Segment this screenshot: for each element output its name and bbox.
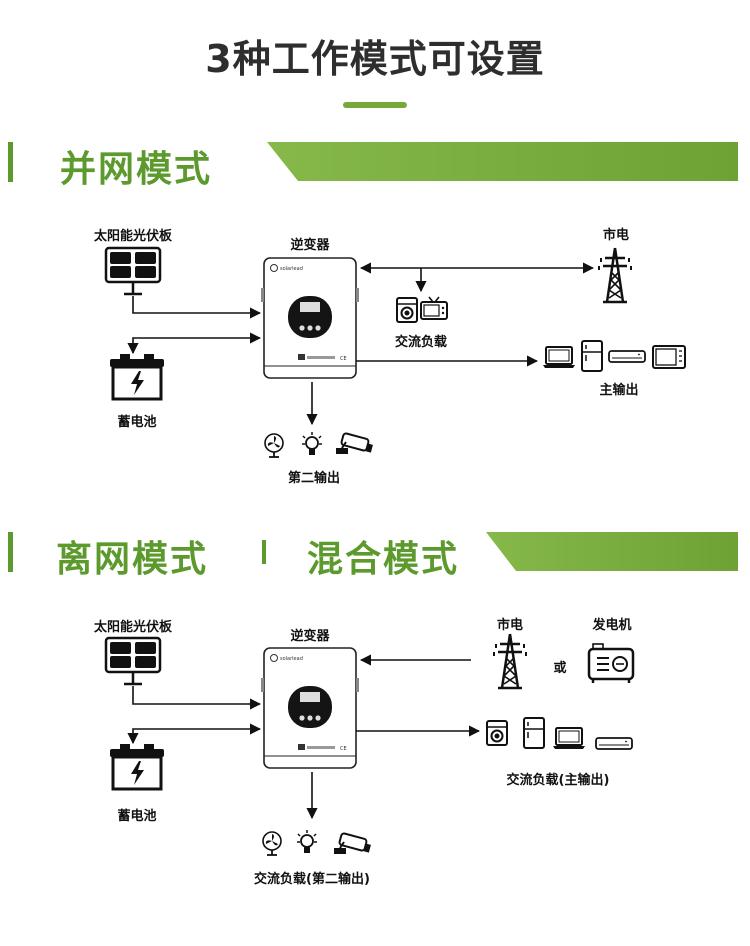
label-battery: 蓄电池: [117, 415, 157, 430]
microwave-icon: [652, 345, 686, 369]
label-second-output: 第二输出: [287, 471, 341, 486]
light-bulb-icon: [296, 829, 318, 854]
label-grid: 市电: [602, 228, 630, 243]
inverter-icon: [260, 647, 360, 769]
section-banner-hybrid: [486, 532, 738, 571]
transmission-tower-icon: [597, 246, 633, 304]
battery-icon: [108, 352, 166, 401]
cctv-camera-icon: [333, 831, 372, 855]
section-marker: [8, 532, 13, 572]
label-inverter: 逆变器: [290, 238, 330, 253]
section-title-offgrid: 离网模式: [56, 539, 209, 580]
label-ac-load: 交流负载: [394, 335, 448, 350]
title-underline: [343, 102, 407, 108]
fridge-icon: [523, 717, 545, 749]
section-marker: [8, 142, 13, 182]
air-conditioner-icon: [608, 350, 646, 363]
generator-icon: [587, 642, 635, 685]
section-banner-grid: [267, 142, 738, 181]
section-separator: [262, 540, 266, 564]
section-title-hybrid: 混合模式: [307, 539, 460, 580]
label-inverter: 逆变器: [290, 629, 330, 644]
battery-icon: [108, 742, 166, 791]
tv-icon: [420, 296, 448, 320]
cctv-camera-icon: [335, 431, 374, 455]
label-ac-load-second: 交流负载(第二输出): [254, 872, 370, 887]
label-generator: 发电机: [592, 618, 632, 633]
fan-icon: [262, 831, 282, 856]
label-grid: 市电: [496, 618, 524, 633]
label-solar-panel: 太阳能光伏板: [93, 229, 173, 244]
washing-machine-icon: [396, 297, 418, 323]
inverter-icon: [260, 257, 360, 379]
washing-machine-icon: [486, 720, 508, 746]
page-title: 3种工作模式可设置: [205, 37, 545, 81]
section-title-grid: 并网模式: [60, 149, 213, 190]
solar-panel-icon: [104, 246, 162, 296]
fridge-icon: [581, 340, 603, 372]
solar-panel-icon: [104, 636, 162, 686]
label-solar-panel: 太阳能光伏板: [93, 620, 173, 635]
light-bulb-icon: [301, 431, 323, 456]
air-conditioner-icon: [595, 737, 633, 750]
label-or: 或: [553, 661, 567, 676]
label-ac-load-main: 交流负载(主输出): [506, 773, 610, 788]
transmission-tower-icon: [492, 632, 528, 690]
fan-icon: [264, 433, 284, 458]
label-main-output: 主输出: [599, 383, 639, 398]
label-battery: 蓄电池: [117, 809, 157, 824]
laptop-icon: [542, 346, 576, 369]
laptop-icon: [552, 727, 586, 750]
